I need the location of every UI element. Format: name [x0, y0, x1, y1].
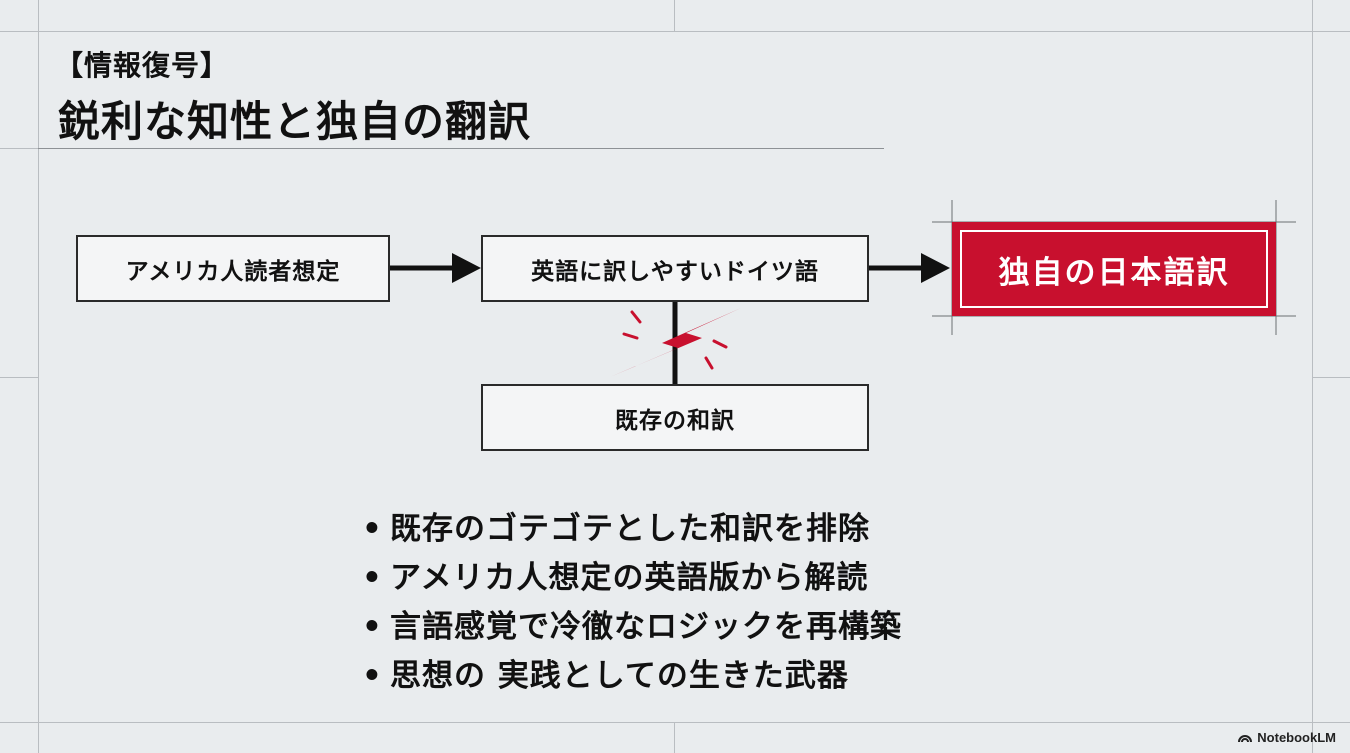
- bullet-dot-icon: •: [362, 511, 383, 547]
- grid-line: [38, 0, 39, 753]
- bullet-text: 既存のゴテゴテとした和訳を排除: [390, 511, 870, 547]
- node-label: アメリカ人読者想定: [125, 258, 341, 285]
- grid-line: [0, 31, 1350, 32]
- section-eyebrow: 【情報復号】: [55, 49, 230, 82]
- arrowhead-icon: [921, 253, 950, 283]
- node-original-japanese-translation: 独自の日本語訳: [952, 222, 1276, 316]
- bullet-item: •思想の 実践としての生きた武器: [362, 652, 902, 701]
- bullet-text: 言語感覚で冷徹なロジックを再構築: [390, 609, 902, 645]
- grid-line: [0, 377, 38, 378]
- arrowhead-icon: [452, 253, 481, 283]
- spark-marks-icon: [622, 310, 728, 370]
- node-label: 独自の日本語訳: [960, 230, 1268, 308]
- brand-watermark: NotebookLM: [1238, 730, 1336, 745]
- node-label: 既存の和訳: [615, 407, 735, 434]
- bullet-item: •言語感覚で冷徹なロジックを再構築: [362, 603, 902, 652]
- bullet-text: アメリカ人想定の英語版から解読: [390, 560, 869, 596]
- bullet-text: 思想の 実践としての生きた武器: [390, 658, 849, 694]
- bullet-list: •既存のゴテゴテとした和訳を排除 •アメリカ人想定の英語版から解読 •言語感覚で…: [362, 505, 902, 701]
- bullet-item: •アメリカ人想定の英語版から解読: [362, 554, 902, 603]
- node-label: 英語に訳しやすいドイツ語: [531, 258, 819, 285]
- bullet-dot-icon: •: [362, 560, 383, 596]
- title-divider: [38, 148, 884, 149]
- lightning-bolt-icon: [610, 308, 741, 377]
- grid-line: [1312, 0, 1313, 753]
- node-existing-translation: 既存の和訳: [481, 384, 869, 451]
- notebooklm-logo-icon: [1238, 734, 1253, 742]
- page-title: 鋭利な知性と独自の翻訳: [58, 97, 532, 146]
- node-english-friendly-german: 英語に訳しやすいドイツ語: [481, 235, 869, 302]
- grid-line: [674, 722, 675, 753]
- node-american-reader: アメリカ人読者想定: [76, 235, 390, 302]
- bullet-dot-icon: •: [362, 609, 383, 645]
- grid-line: [1312, 377, 1350, 378]
- grid-line: [0, 722, 1350, 723]
- brand-label: NotebookLM: [1257, 730, 1336, 745]
- bullet-item: •既存のゴテゴテとした和訳を排除: [362, 505, 902, 554]
- grid-line: [0, 148, 38, 149]
- grid-line: [674, 0, 675, 31]
- bullet-dot-icon: •: [362, 658, 383, 694]
